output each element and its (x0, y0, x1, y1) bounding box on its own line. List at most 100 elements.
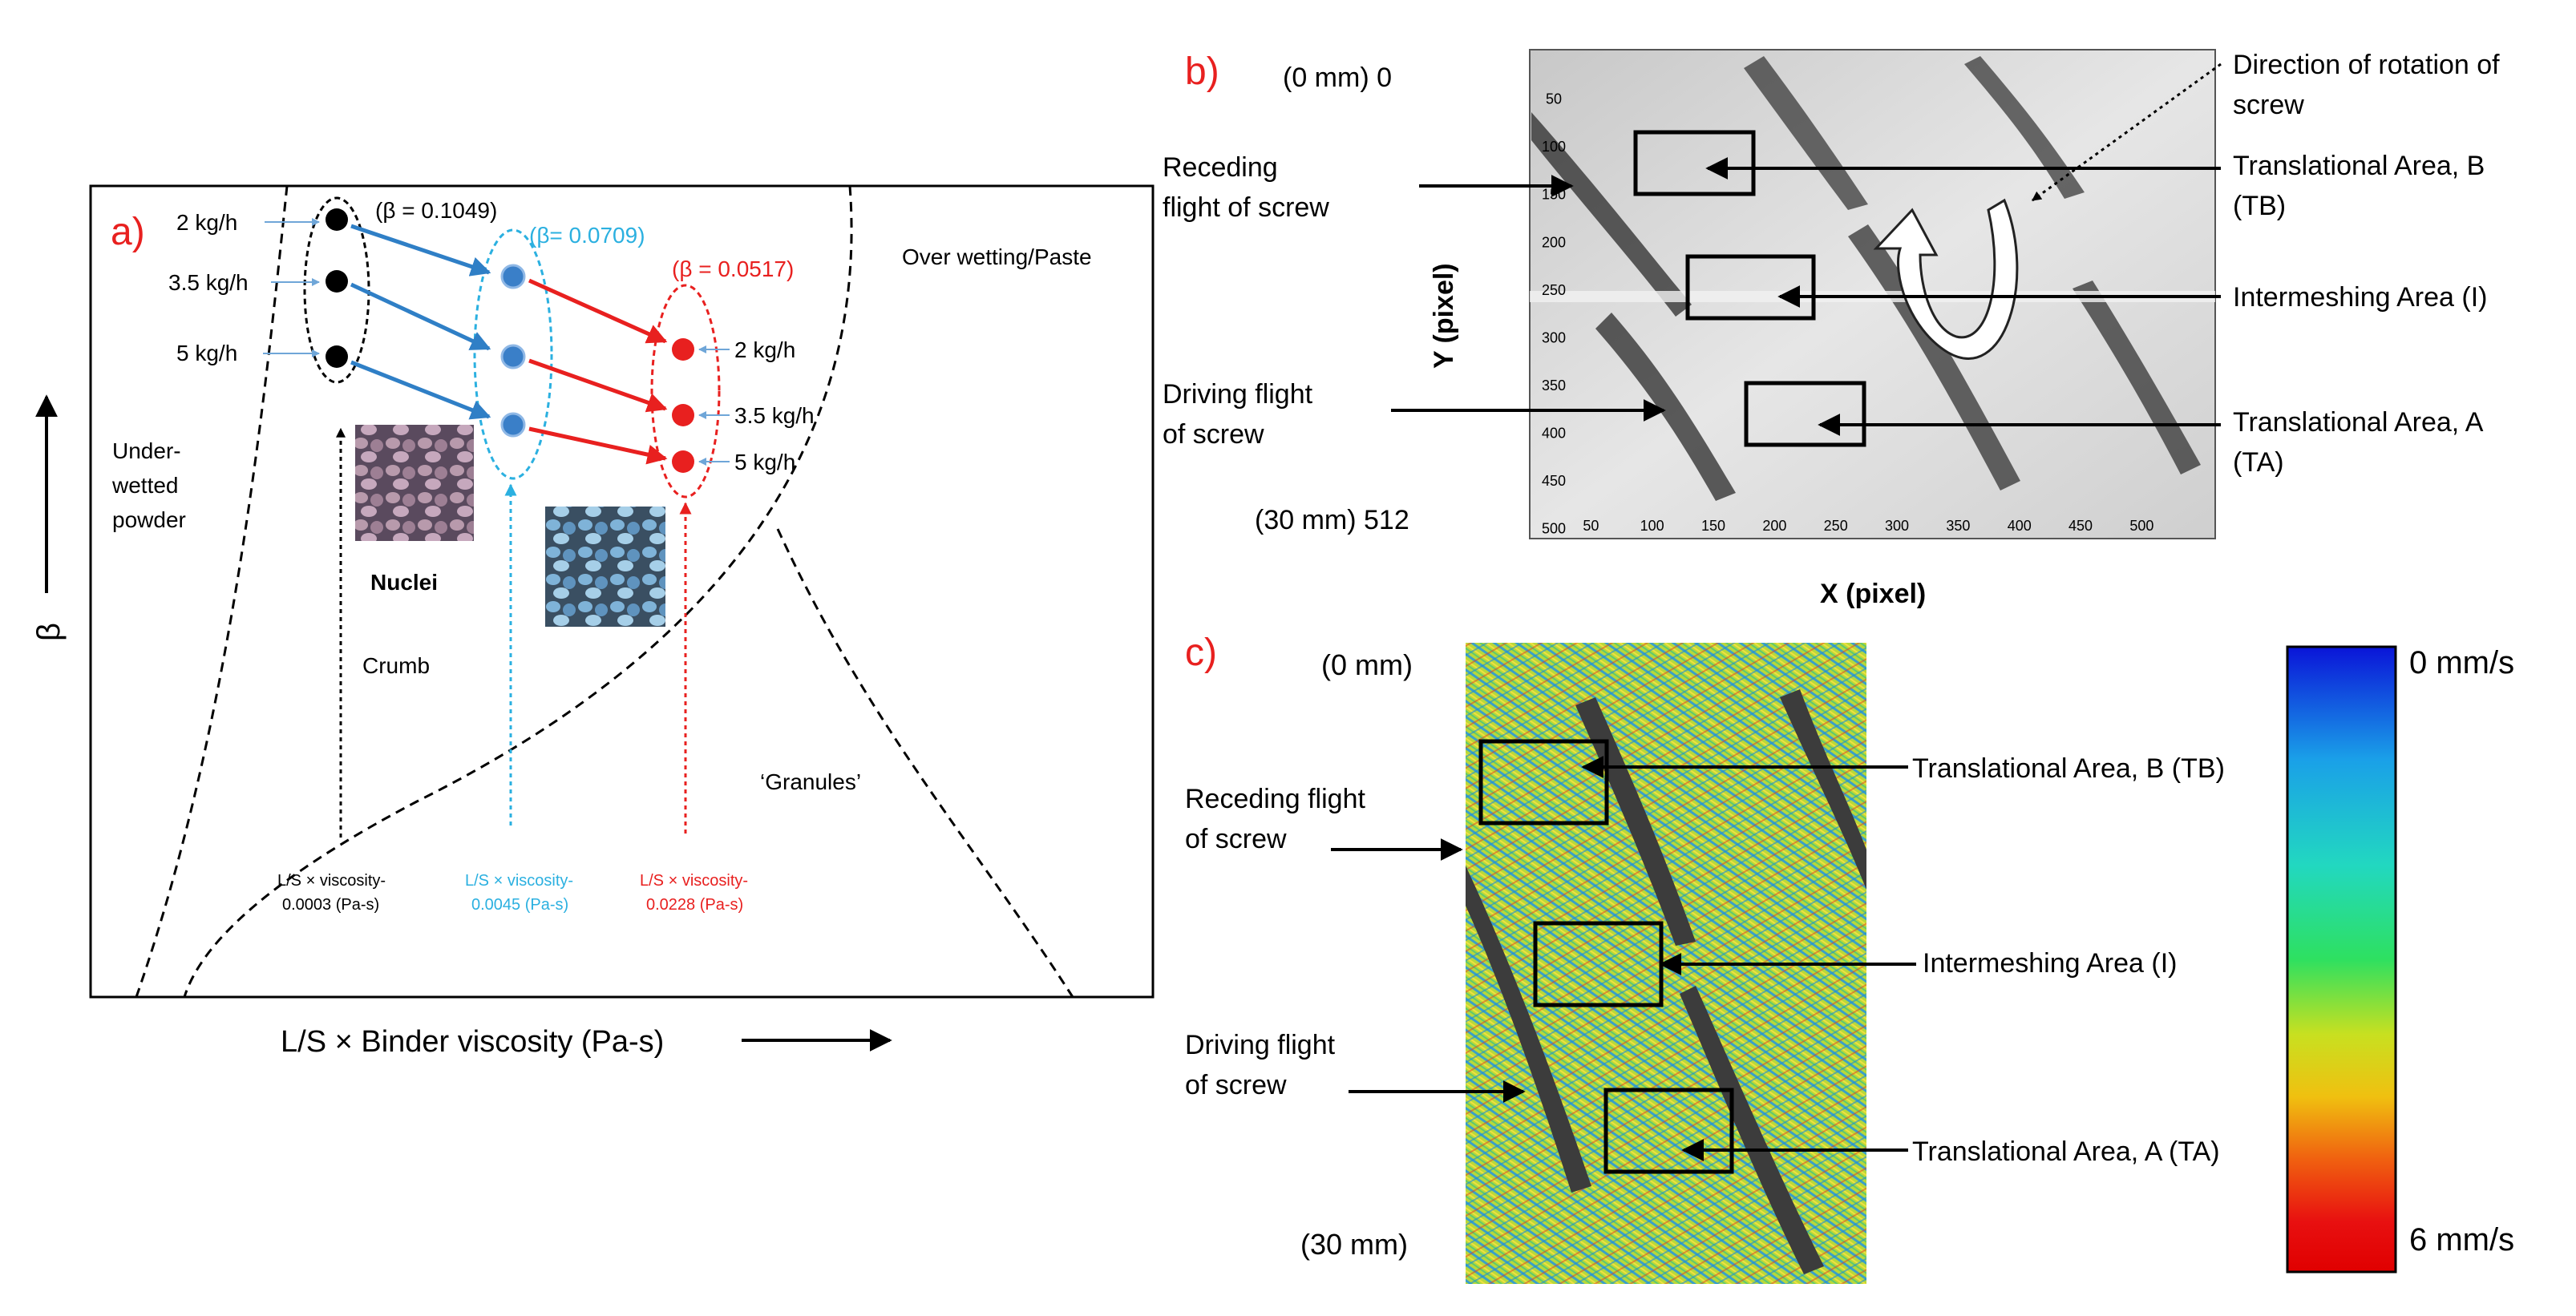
box-ta-c (1603, 1088, 1734, 1174)
arrow-black-blue-3 (350, 360, 491, 420)
x-tick-label-b: 400 (2008, 518, 2032, 534)
box-tb-b (1633, 130, 1756, 196)
panel-c-label: c) (1185, 632, 1217, 674)
b-ta-2: (TA) (2233, 447, 2284, 478)
c-driving-2: of screw (1185, 1070, 1287, 1100)
b-tb-2: (TB) (2233, 191, 2286, 221)
region-under-wetted-2: wetted (111, 473, 179, 498)
y-tick-label-b: 350 (1542, 377, 1566, 394)
c-tb: Translational Area, B (TB) (1912, 753, 2225, 784)
beta-red-label: (β = 0.0517) (672, 256, 794, 281)
rate-label-black-5kg: 5 kg/h (176, 341, 237, 365)
boundary-granules (776, 528, 1074, 998)
x-tick-label-b: 350 (1946, 518, 1970, 534)
y-tick-label-b: 250 (1542, 282, 1566, 298)
c-receding-1: Receding flight (1185, 784, 1365, 814)
panel-c-bottom-position: (30 mm) (1300, 1228, 1408, 1261)
panel-a: a) 2 kg/h 3.5 kg/h 5 kg/h (β = 0.1049) (… (31, 184, 1155, 1059)
region-under-wetted-1: Under- (112, 438, 181, 463)
arrow-blue-red-1 (528, 278, 668, 344)
point-black-5kg (326, 345, 348, 368)
x-tick-label-b: 450 (2068, 518, 2093, 534)
color-scale-bar (2286, 645, 2397, 1274)
b-direction-1: Direction of rotation of (2233, 50, 2500, 80)
direction-dotted-line (2032, 63, 2222, 202)
c-driving-1: Driving flight (1185, 1030, 1336, 1060)
ls-black-1: L/S × viscosity- (277, 872, 386, 890)
panel-c-top-position: (0 mm) (1321, 648, 1413, 681)
arrow-blue-red-3 (528, 426, 668, 465)
b-tb-1: Translational Area, B (2233, 151, 2485, 181)
arrow-blue-red-2 (528, 358, 668, 413)
nuclei-photo (355, 425, 474, 541)
ls-red-1: L/S × viscosity- (640, 872, 748, 890)
point-red-5kg (672, 450, 694, 473)
beta-blue-label: (β= 0.0709) (529, 223, 645, 248)
ls-red-2: 0.0228 (Pa-s) (646, 896, 743, 914)
b-ta-1: Translational Area, A (2233, 407, 2484, 438)
b-receding-2: flight of screw (1163, 192, 1329, 223)
panel-a-label: a) (111, 211, 145, 253)
x-tick-label-b: 500 (2129, 518, 2153, 534)
x-tick-label-b: 150 (1701, 518, 1725, 534)
point-black-3_5kg (326, 270, 348, 293)
panel-c: c) (0 mm) (30 mm) Receding flight of scr… (1185, 632, 2514, 1284)
point-blue-2 (500, 344, 526, 369)
rate-label-black-3_5kg: 3.5 kg/h (168, 270, 249, 295)
box-tb-c (1478, 739, 1609, 826)
b-direction-2: screw (2233, 90, 2304, 120)
beta-black-label: (β = 0.1049) (375, 198, 497, 223)
granule-photo (545, 507, 665, 627)
point-blue-3 (500, 412, 526, 438)
x-tick-label-b: 300 (1885, 518, 1909, 534)
box-ta-b (1744, 381, 1866, 447)
rotation-arrow (1873, 198, 2019, 360)
boundary-under-wetted (135, 185, 289, 998)
x-axis-label: L/S × Binder viscosity (Pa-s) (281, 1025, 664, 1059)
region-crumb: Crumb (362, 653, 430, 678)
c-intermeshing: Intermeshing Area (I) (1923, 948, 2177, 979)
rate-label-red-5kg: 5 kg/h (734, 450, 795, 474)
ls-blue-2: 0.0045 (Pa-s) (471, 896, 568, 914)
b-receding-1: Receding (1163, 152, 1278, 183)
ls-black-2: 0.0003 (Pa-s) (282, 896, 379, 914)
y-axis-label: β (31, 623, 67, 641)
x-tick-label-b: 100 (1640, 518, 1664, 534)
point-blue-1 (500, 264, 526, 289)
panel-b-top-position: (0 mm) 0 (1283, 63, 1392, 93)
boundary-nuclei-crumb (183, 185, 853, 998)
c-ta: Translational Area, A (TA) (1912, 1136, 2220, 1167)
rate-label-red-2kg: 2 kg/h (734, 337, 795, 362)
arrow-black-blue-2 (350, 282, 491, 351)
group-blue-ellipse (473, 228, 553, 480)
y-tick-label-b: 300 (1542, 329, 1566, 345)
group-black-ellipse (303, 196, 370, 384)
y-pixel-label: Y (pixel) (1429, 263, 1459, 369)
group-red-ellipse (650, 284, 721, 499)
point-red-2kg (672, 338, 694, 361)
x-tick-label-b: 250 (1824, 518, 1848, 534)
y-tick-label-b: 200 (1542, 234, 1566, 250)
panel-b-label: b) (1185, 50, 1219, 93)
b-driving-2: of screw (1163, 419, 1264, 450)
y-tick-label-b: 100 (1542, 139, 1566, 155)
region-under-wetted-3: powder (112, 507, 186, 532)
b-driving-1: Driving flight (1163, 379, 1313, 410)
x-pixel-label: X (pixel) (1820, 579, 1926, 609)
arrow-black-blue-1 (350, 224, 491, 277)
y-tick-label-b: 500 (1542, 521, 1566, 537)
color-scale-top: 0 mm/s (2409, 645, 2514, 680)
color-scale-bottom: 6 mm/s (2409, 1222, 2514, 1257)
ls-blue-1: L/S × viscosity- (465, 872, 573, 890)
x-tick-label-b: 200 (1762, 518, 1786, 534)
y-tick-label-b: 150 (1542, 187, 1566, 203)
region-granules: ‘Granules’ (760, 769, 861, 794)
rate-label-red-3_5kg: 3.5 kg/h (734, 403, 815, 428)
panel-b: b) (0 mm) 0 (30 mm) 512 Y (pixel) X (pix… (1163, 49, 2500, 609)
y-tick-label-b: 450 (1542, 473, 1566, 489)
region-over-wetting: Over wetting/Paste (902, 244, 1092, 269)
panel-b-bottom-position: (30 mm) 512 (1255, 505, 1409, 535)
y-tick-label-b: 400 (1542, 426, 1566, 442)
